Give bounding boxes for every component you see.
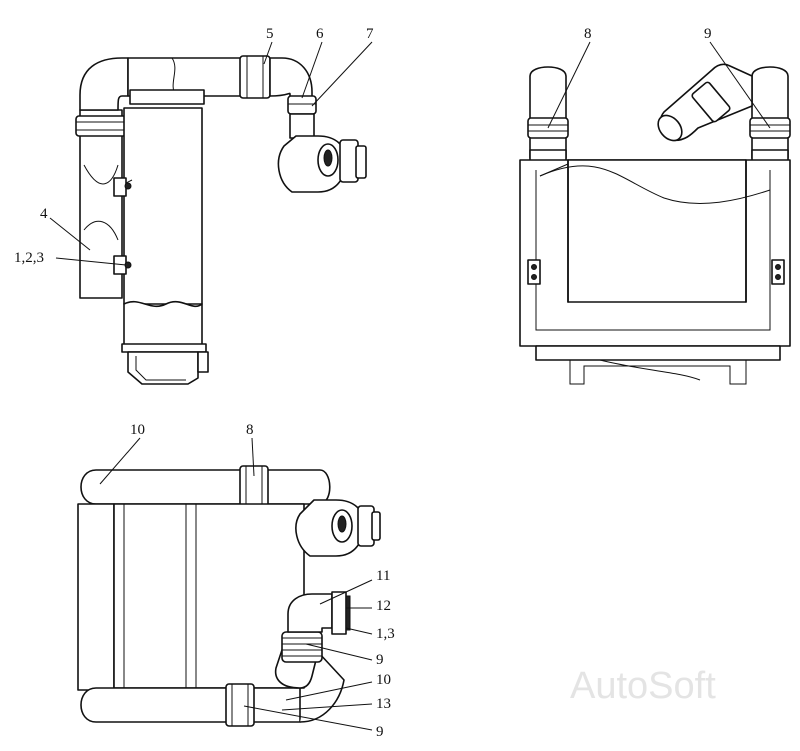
- turbocharger-side: [277, 135, 367, 193]
- lower-pipe-clamp: [225, 683, 255, 727]
- label-9-hose: 9: [376, 652, 384, 668]
- corrugated-hose: [281, 631, 323, 663]
- label-5: 5: [266, 26, 274, 42]
- label-7: 7: [366, 26, 374, 42]
- right-outlet-pipe: [751, 66, 789, 159]
- label-11: 11: [376, 568, 390, 584]
- mounting-bracket-upper: [113, 177, 132, 197]
- watermark: AutoSoft: [570, 665, 716, 707]
- flange-elbow: [287, 593, 333, 633]
- clamp-5: [239, 55, 271, 99]
- label-1-3: 1,3: [376, 626, 395, 642]
- core-cylinder: [567, 159, 747, 303]
- radiator-side-core: [123, 107, 203, 305]
- front-base: [535, 345, 781, 361]
- front-left-bolts: [527, 259, 541, 285]
- turbocharger-top: [295, 499, 381, 557]
- clamp-6: [287, 95, 317, 115]
- label-6: 6: [316, 26, 324, 42]
- label-10-top: 10: [130, 422, 145, 438]
- lower-long-pipe: [80, 687, 301, 723]
- label-10-bottom: 10: [376, 672, 391, 688]
- label-9-bottom: 9: [376, 724, 384, 740]
- label-9-front: 9: [704, 26, 712, 42]
- label-1-2-3: 1,2,3: [14, 250, 44, 266]
- upper-long-pipe: [80, 469, 331, 505]
- top-left-elbow: [79, 57, 129, 111]
- callout-labels: 5 6 7 4 1,2,3 8 9 10 8 11 12 1,3 9 10 13…: [14, 26, 712, 740]
- top-core: [113, 503, 305, 689]
- top-view: [77, 465, 381, 727]
- left-duct-clamp: [75, 115, 127, 137]
- front-view: [519, 63, 791, 385]
- flange-12: [331, 591, 347, 635]
- left-tank: [77, 503, 115, 691]
- label-4: 4: [40, 206, 48, 222]
- label-8-front: 8: [584, 26, 592, 42]
- label-13: 13: [376, 696, 391, 712]
- front-right-bolts: [771, 259, 785, 285]
- pipe-7: [289, 113, 315, 139]
- label-12: 12: [376, 598, 391, 614]
- bottom-shroud-side: [127, 351, 199, 385]
- leader-lines: [49, 41, 771, 731]
- turbo-elbow: [269, 57, 313, 99]
- side-view: [75, 55, 367, 385]
- label-8-top: 8: [246, 422, 254, 438]
- left-inlet-pipe: [529, 66, 567, 159]
